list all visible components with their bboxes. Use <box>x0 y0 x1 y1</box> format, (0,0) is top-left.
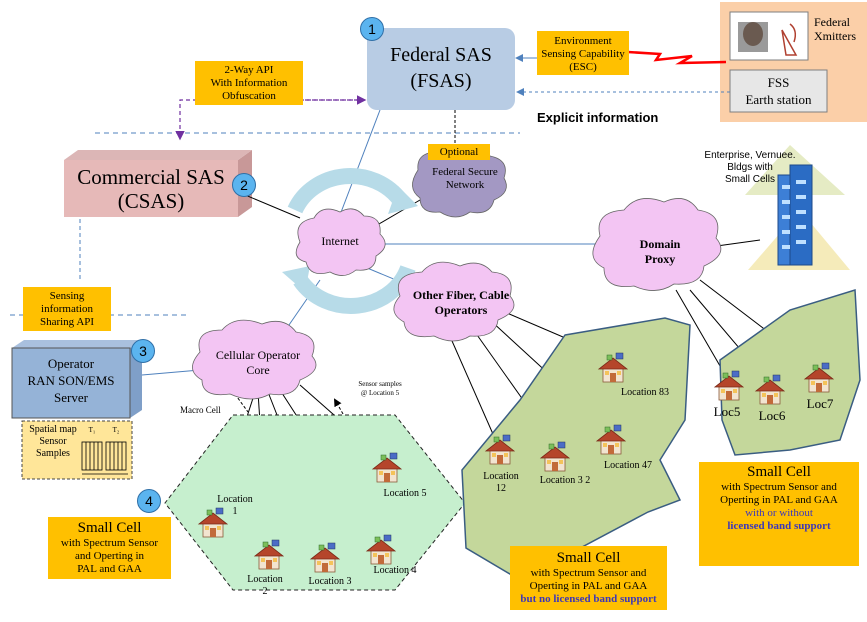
internet-label: Internet <box>321 234 359 248</box>
cellular-core-cloud <box>192 319 317 400</box>
csas-box-top <box>64 150 252 160</box>
optional-box: Optional <box>428 144 490 160</box>
operator-server-box <box>11 347 131 419</box>
badge-3: 3 <box>131 339 155 363</box>
loc5-label: Loc5 <box>713 404 741 419</box>
csas-label: Commercial SAS(CSAS) <box>77 165 225 213</box>
lightning-icon <box>627 50 727 65</box>
location-3-label: Location 3 <box>308 576 352 587</box>
satellite-dish-icon <box>781 23 798 56</box>
loc7-label: Loc7 <box>806 396 834 411</box>
fiber-operators-area <box>461 317 691 581</box>
domain-proxy-area <box>719 289 861 456</box>
loc6-label: Loc6 <box>758 408 786 423</box>
location-32-label: Location 3 2 <box>539 475 591 486</box>
internet-cloud <box>295 208 386 276</box>
location-83-label: Location 83 <box>620 387 670 398</box>
location-5-label: Location 5 <box>383 488 427 499</box>
csas-box <box>64 160 238 217</box>
api-arrow-to-csas <box>175 99 365 141</box>
sensor-samples-label: Sensor samples@ Location 5 <box>358 380 402 397</box>
cycle-arrows <box>287 168 407 214</box>
fsas-box <box>367 28 515 110</box>
location-4-label: Location 4 <box>373 565 417 576</box>
badge-1: 1 <box>360 17 384 41</box>
domain-proxy-cloud <box>592 198 722 291</box>
location-47-label: Location 47 <box>603 460 653 471</box>
fss-box <box>729 69 828 113</box>
explicit-information-label: Explicit information <box>537 110 659 125</box>
badge-4: 4 <box>137 489 161 513</box>
fsas-label: Federal SAS(FSAS) <box>390 44 492 92</box>
badge-2: 2 <box>232 173 256 197</box>
sensor-samples-graph <box>81 441 128 475</box>
t2-label: T₂ <box>112 426 120 434</box>
enterprise-building-icon <box>745 145 850 270</box>
other-fiber-cloud <box>393 261 515 342</box>
macro-cell-label: Macro Cell <box>180 405 221 415</box>
t1-label: T₁ <box>88 426 96 434</box>
